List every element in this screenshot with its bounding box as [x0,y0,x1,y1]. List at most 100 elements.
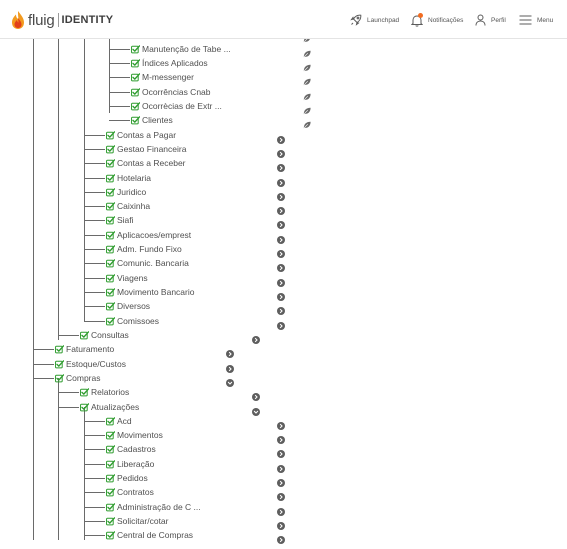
tree-node[interactable]: Gestao Financeira [106,142,186,156]
checked-square-icon[interactable] [80,387,90,397]
tree-node[interactable]: Manutenção de Tabe ... [131,42,231,56]
checked-square-icon[interactable] [106,287,116,297]
chevron-right-circle-icon[interactable] [277,288,285,301]
checked-square-icon[interactable] [106,258,116,268]
checked-square-icon[interactable] [106,273,116,283]
checked-square-icon[interactable] [131,101,141,111]
chevron-right-circle-icon[interactable] [277,503,285,516]
checked-square-icon[interactable] [106,201,116,211]
checked-square-icon[interactable] [106,158,116,168]
nav-profile[interactable]: Perfil [475,10,506,30]
nav-menu[interactable]: Menu [519,10,553,30]
tree-node[interactable]: Aplicacoes/emprest [106,228,191,242]
chevron-right-circle-icon[interactable] [277,231,285,244]
chevron-right-circle-icon[interactable] [252,388,260,401]
chevron-right-circle-icon[interactable] [277,131,285,144]
tree-node[interactable]: Contratos [106,485,154,499]
checked-square-icon[interactable] [106,444,116,454]
checked-square-icon[interactable] [80,402,90,412]
tree-node[interactable]: Atualizações [80,400,139,414]
tree-node[interactable]: Liberação [106,457,154,471]
chevron-right-circle-icon[interactable] [277,317,285,330]
tree-node[interactable]: Cadastros [106,442,156,456]
chevron-right-circle-icon[interactable] [277,460,285,473]
checked-square-icon[interactable] [55,373,65,383]
tree-node[interactable]: Movimento Bancario [106,285,194,299]
tree-node[interactable]: Contas a Receber [106,156,186,170]
tree-node[interactable]: Clientes [131,113,173,127]
chevron-right-circle-icon[interactable] [226,345,234,358]
chevron-right-circle-icon[interactable] [277,517,285,530]
tree-node[interactable]: Juridico [106,185,146,199]
tree-node[interactable]: Caixinha [106,199,150,213]
tree-node[interactable]: Adm. Fundo Fixo [106,242,182,256]
checked-square-icon[interactable] [55,359,65,369]
chevron-down-circle-icon[interactable] [226,374,234,387]
tree-node[interactable]: Diversos [106,299,150,313]
tree-node[interactable]: Ocorrências Cnab [131,85,211,99]
chevron-right-circle-icon[interactable] [277,188,285,201]
checked-square-icon[interactable] [131,115,141,125]
chevron-right-circle-icon[interactable] [277,445,285,458]
chevron-right-circle-icon[interactable] [277,245,285,258]
checked-square-icon[interactable] [131,58,141,68]
checked-square-icon[interactable] [106,301,116,311]
tree-node[interactable]: Compras [55,371,100,385]
checked-square-icon[interactable] [106,316,116,326]
checked-square-icon[interactable] [106,459,116,469]
checked-square-icon[interactable] [106,173,116,183]
chevron-right-circle-icon[interactable] [277,302,285,315]
checked-square-icon[interactable] [106,502,116,512]
checked-square-icon[interactable] [106,530,116,540]
tree-node[interactable]: Viagens [106,271,148,285]
checked-square-icon[interactable] [106,473,116,483]
chevron-right-circle-icon[interactable] [277,417,285,430]
checked-square-icon[interactable] [106,130,116,140]
tree-node[interactable]: Solicitar/cotar [106,514,169,528]
chevron-right-circle-icon[interactable] [277,474,285,487]
chevron-right-circle-icon[interactable] [277,274,285,287]
tree-node[interactable]: Siafi [106,213,134,227]
tree-node[interactable]: Movimentos [106,428,163,442]
checked-square-icon[interactable] [80,330,90,340]
tree-node[interactable]: Comunic. Bancaria [106,256,189,270]
tree-node[interactable]: Faturamento [55,342,114,356]
tree-node[interactable]: Comissoes [106,314,159,328]
chevron-right-circle-icon[interactable] [277,145,285,158]
nav-launchpad[interactable]: Launchpad [350,10,399,30]
checked-square-icon[interactable] [106,244,116,254]
tree-node[interactable]: Índices Aplicados [131,56,208,70]
fluig-logo[interactable]: fluig IDENTITY [11,9,113,31]
chevron-right-circle-icon[interactable] [277,531,285,544]
chevron-right-circle-icon[interactable] [226,360,234,373]
checked-square-icon[interactable] [106,144,116,154]
checked-square-icon[interactable] [106,416,116,426]
tree-node[interactable]: Relatorios [80,385,129,399]
checked-square-icon[interactable] [106,230,116,240]
chevron-right-circle-icon[interactable] [277,488,285,501]
checked-square-icon[interactable] [106,187,116,197]
checked-square-icon[interactable] [106,430,116,440]
tree-node[interactable]: Pedidos [106,471,148,485]
chevron-right-circle-icon[interactable] [277,174,285,187]
chevron-right-circle-icon[interactable] [252,331,260,344]
tree-node[interactable]: Administração de C ... [106,500,201,514]
nav-notifications[interactable]: Notificações [410,10,463,30]
checked-square-icon[interactable] [131,87,141,97]
checked-square-icon[interactable] [131,72,141,82]
chevron-down-circle-icon[interactable] [252,403,260,416]
checked-square-icon[interactable] [106,215,116,225]
chevron-right-circle-icon[interactable] [277,159,285,172]
chevron-right-circle-icon[interactable] [277,259,285,272]
chevron-right-circle-icon[interactable] [277,431,285,444]
checked-square-icon[interactable] [106,516,116,526]
tree-node[interactable]: Consultas [80,328,129,342]
checked-square-icon[interactable] [106,487,116,497]
tree-node[interactable]: Ocorrècias de Extr ... [131,99,222,113]
tree-node[interactable]: Estoque/Custos [55,357,126,371]
tree-node[interactable]: Contas a Pagar [106,128,176,142]
tree-node[interactable]: Acd [106,414,132,428]
checked-square-icon[interactable] [131,44,141,54]
tree-node[interactable]: M-messenger [131,70,194,84]
checked-square-icon[interactable] [55,344,65,354]
